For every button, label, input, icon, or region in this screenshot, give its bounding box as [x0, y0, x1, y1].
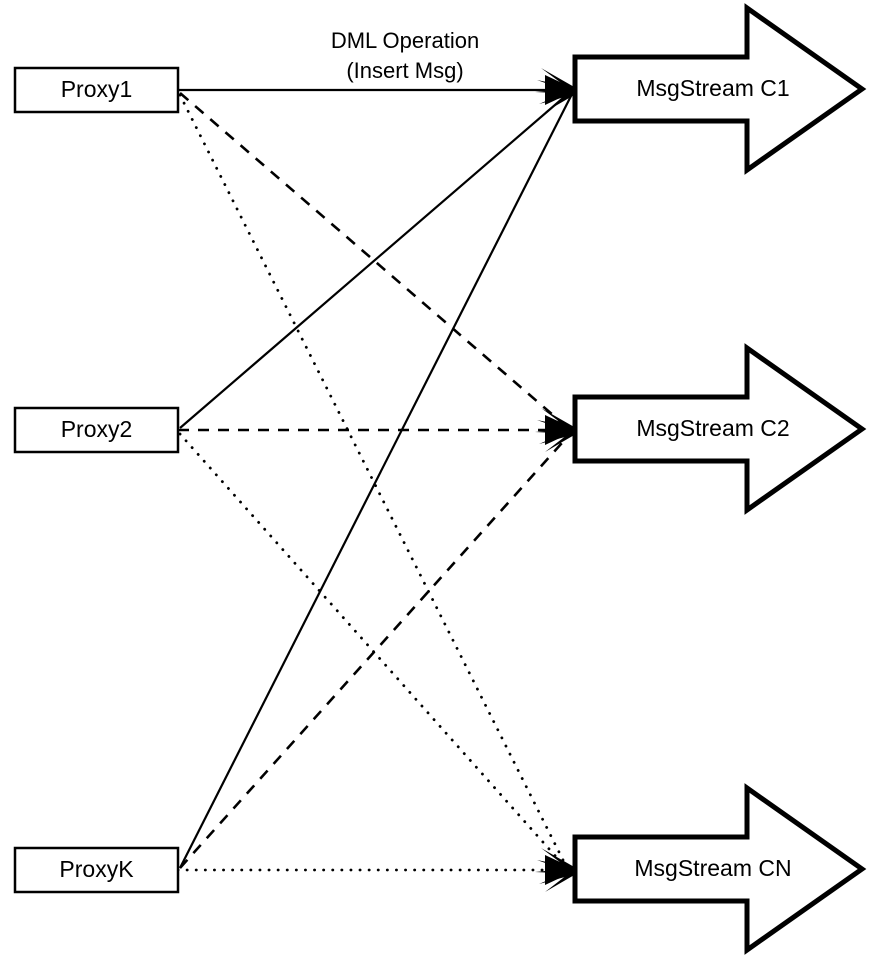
dml-operation-line1: DML Operation [331, 28, 479, 53]
edge-proxy1-to-msgstream-c2 [179, 92, 569, 429]
caption-dml-operation: DML Operation (Insert Msg) [331, 28, 479, 83]
msgstream-cn-label: MsgStream CN [634, 855, 791, 881]
msgstream-c1-shape [572, 3, 867, 175]
proxy-proxy1[interactable]: Proxy1 [13, 66, 180, 114]
captions-layer: DML Operation (Insert Msg) [331, 28, 479, 83]
edge-proxyk-to-msgstream-c1 [179, 93, 573, 869]
edge-proxy2-to-msgstream-c1 [179, 91, 571, 429]
proxy2-box [13, 406, 180, 454]
edge-proxyk-to-msgstream-c2 [179, 433, 571, 869]
edges-layer [176, 88, 573, 872]
arrowheads-layer [535, 68, 577, 892]
proxy1-label: Proxy1 [61, 76, 133, 102]
stream-msgstream-cn[interactable]: MsgStream CN [572, 783, 867, 955]
proxyk-box [13, 846, 180, 894]
proxy2-label: Proxy2 [61, 416, 133, 442]
proxy1-box [13, 66, 180, 114]
msgstream-cn-shape [572, 783, 867, 955]
stream-msgstream-c2[interactable]: MsgStream C2 [572, 343, 867, 515]
msgstream-c2-shape [572, 343, 867, 515]
edge-proxy1-to-msgstream-cn [178, 93, 568, 868]
stream-msgstream-c1[interactable]: MsgStream C1 [572, 3, 867, 175]
arrowhead-c1 [535, 68, 577, 112]
msgstream-c2-label: MsgStream C2 [636, 415, 789, 441]
dml-operation-line2: (Insert Msg) [346, 58, 463, 83]
proxy-proxy2[interactable]: Proxy2 [13, 406, 180, 454]
arrowhead-c2 [535, 408, 577, 452]
proxyk-label: ProxyK [59, 856, 134, 882]
msgstream-c1-label: MsgStream C1 [636, 75, 789, 101]
streams-layer: MsgStream C1 MsgStream C2 MsgStream CN [572, 3, 867, 955]
edge-proxy2-to-msgstream-cn [178, 432, 568, 870]
arrowhead-cn [535, 848, 577, 892]
proxy-proxyk[interactable]: ProxyK [13, 846, 180, 894]
